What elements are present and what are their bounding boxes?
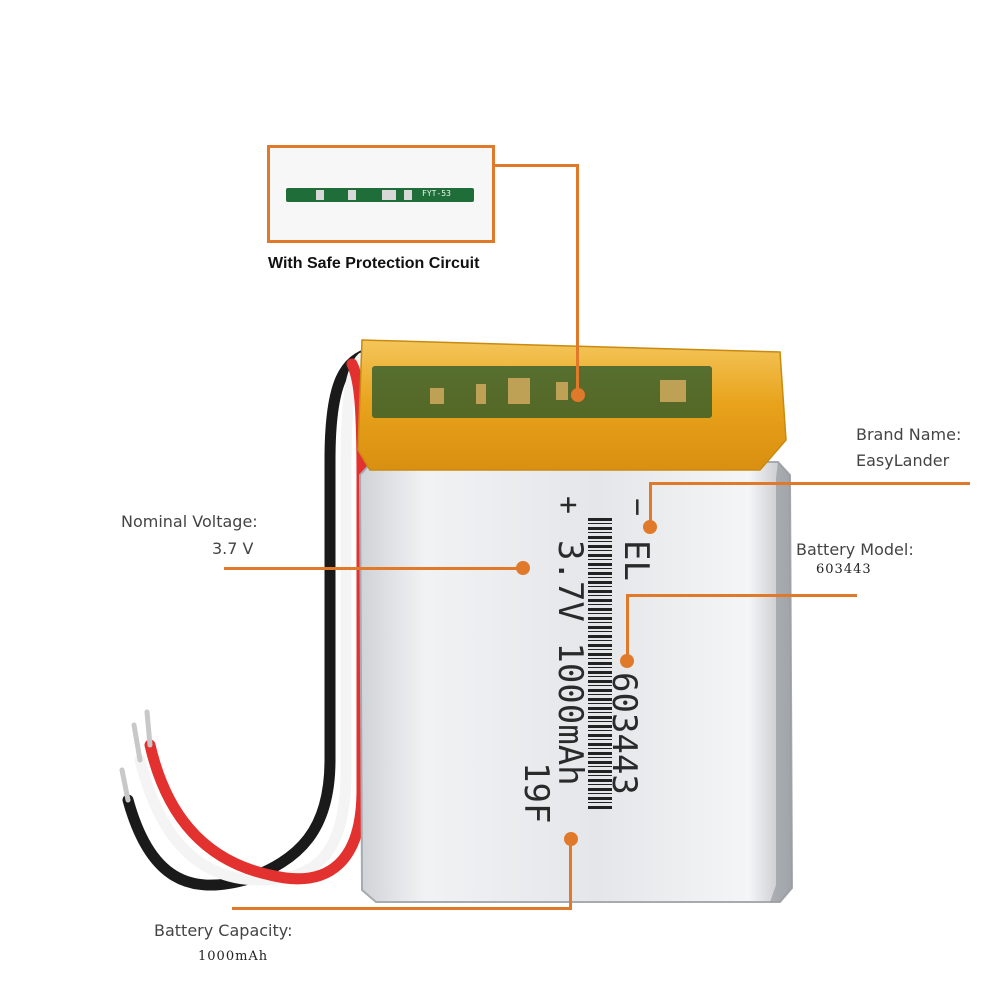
- voltage-value: 3.7 V: [212, 539, 254, 558]
- protection-title: With Safe Protection Circuit: [268, 255, 480, 272]
- brand-label: Brand Name:: [856, 425, 962, 444]
- model-dot: [620, 654, 634, 668]
- battery-print-plus: +: [551, 496, 586, 515]
- brand-leader-v: [649, 482, 652, 522]
- lead-wires: [119, 346, 378, 891]
- battery-print-voltage-spec: 3.7V 1000mAh: [550, 540, 590, 786]
- pcb-leader-h: [492, 164, 579, 167]
- voltage-leader-h: [224, 567, 522, 570]
- pcb-dot: [571, 388, 585, 402]
- pcb-leader-v: [576, 164, 579, 392]
- capacity-label: Battery Capacity:: [154, 921, 293, 940]
- capacity-dot: [564, 832, 578, 846]
- capacity-leader-h: [232, 907, 572, 910]
- barcode: [588, 518, 612, 810]
- capacity-value: 1000mAh: [198, 949, 269, 964]
- voltage-dot: [516, 561, 530, 575]
- model-leader-h: [627, 594, 857, 597]
- model-label: Battery Model:: [796, 540, 914, 559]
- voltage-label: Nominal Voltage:: [121, 512, 258, 531]
- model-value: 603443: [816, 562, 872, 577]
- battery-print-batch: 19F: [516, 762, 556, 824]
- pcb-callout-box: FYT-53: [267, 145, 495, 243]
- brand-value: EasyLander: [856, 451, 950, 470]
- model-leader-v: [626, 594, 629, 656]
- pcb-strip: FYT-53: [286, 188, 474, 202]
- brand-leader-h: [650, 482, 970, 485]
- capacity-leader-v: [569, 840, 572, 910]
- battery-print-brand-code: EL: [616, 540, 656, 581]
- brand-dot: [643, 520, 657, 534]
- pcb-label: FYT-53: [422, 189, 451, 198]
